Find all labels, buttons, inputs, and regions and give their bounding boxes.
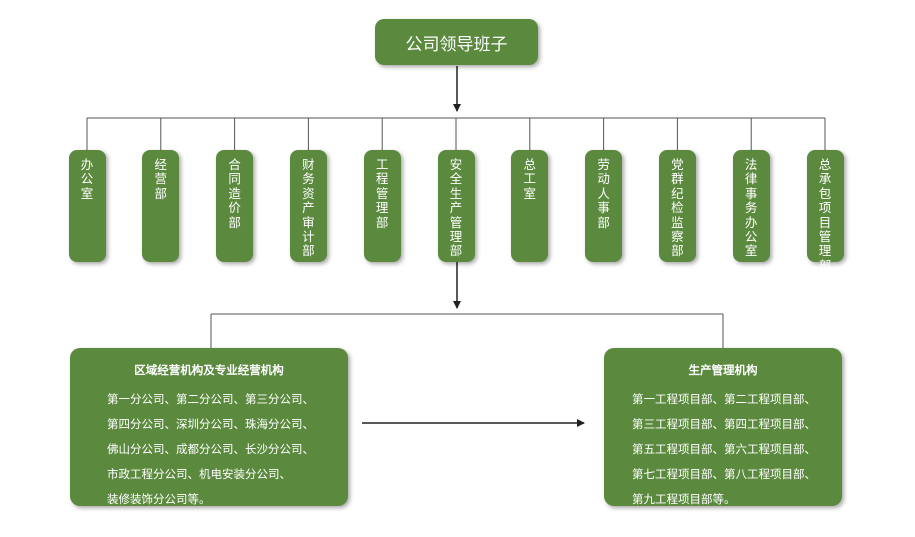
department-drop-lines [86,118,826,150]
department-label: 经营部 [154,157,168,201]
production-management-line: 第七工程项目部、第八工程项目部、 [632,467,816,481]
department-label: 总承包项目管理部 [818,157,832,273]
department-label: 总工室 [523,157,537,201]
production-management-line: 第一工程项目部、第二工程项目部、 [632,392,816,406]
department-label: 法律事务办公室 [744,157,758,259]
production-management-line: 第五工程项目部、第六工程项目部、 [632,442,816,456]
department-label: 办公室 [80,157,94,201]
department-box: 工程管理部 [363,150,401,262]
department-box: 财务资产审计部 [289,150,327,262]
production-management-box: 生产管理机构 第一工程项目部、第二工程项目部、 第三工程项目部、第四工程项目部、… [604,348,842,506]
department-label: 安全生产管理部 [449,157,463,259]
department-label: 党群纪检监察部 [671,157,684,259]
regional-business-line: 市政工程分公司、机电安装分公司、 [107,467,291,481]
department-label: 合同造价部 [228,157,241,230]
department-box: 劳动人事部 [585,150,623,262]
regional-business-box: 区域经营机构及专业经营机构 第一分公司、第二分公司、第三分公司、 第四分公司、深… [70,348,348,506]
department-box: 安全生产管理部 [437,150,475,262]
department-box: 经营部 [142,150,180,262]
company-leadership-box: 公司领导班子 [375,19,538,65]
production-management-line: 第九工程项目部等。 [632,492,736,506]
department-box: 法律事务办公室 [732,150,770,262]
department-label: 财务资产审计部 [302,157,315,259]
department-box: 办公室 [68,150,106,262]
department-box: 党群纪检监察部 [658,150,696,262]
department-box: 总承包项目管理部 [806,150,844,273]
production-management-title: 生产管理机构 [688,363,758,377]
regional-business-line: 佛山分公司、成都分公司、长沙分公司、 [107,442,314,456]
department-label: 劳动人事部 [597,157,610,230]
regional-business-line: 第一分公司、第二分公司、第三分公司、 [107,392,314,406]
department-box: 总工室 [511,150,549,262]
regional-business-line: 第四分公司、深圳分公司、珠海分公司、 [107,417,314,431]
department-box: 合同造价部 [216,150,254,262]
production-management-line: 第三工程项目部、第四工程项目部、 [632,417,816,431]
department-label: 工程管理部 [375,157,389,230]
regional-business-title: 区域经营机构及专业经营机构 [134,363,284,377]
company-leadership-label: 公司领导班子 [405,34,508,55]
regional-business-line: 装修装饰分公司等。 [107,492,211,506]
